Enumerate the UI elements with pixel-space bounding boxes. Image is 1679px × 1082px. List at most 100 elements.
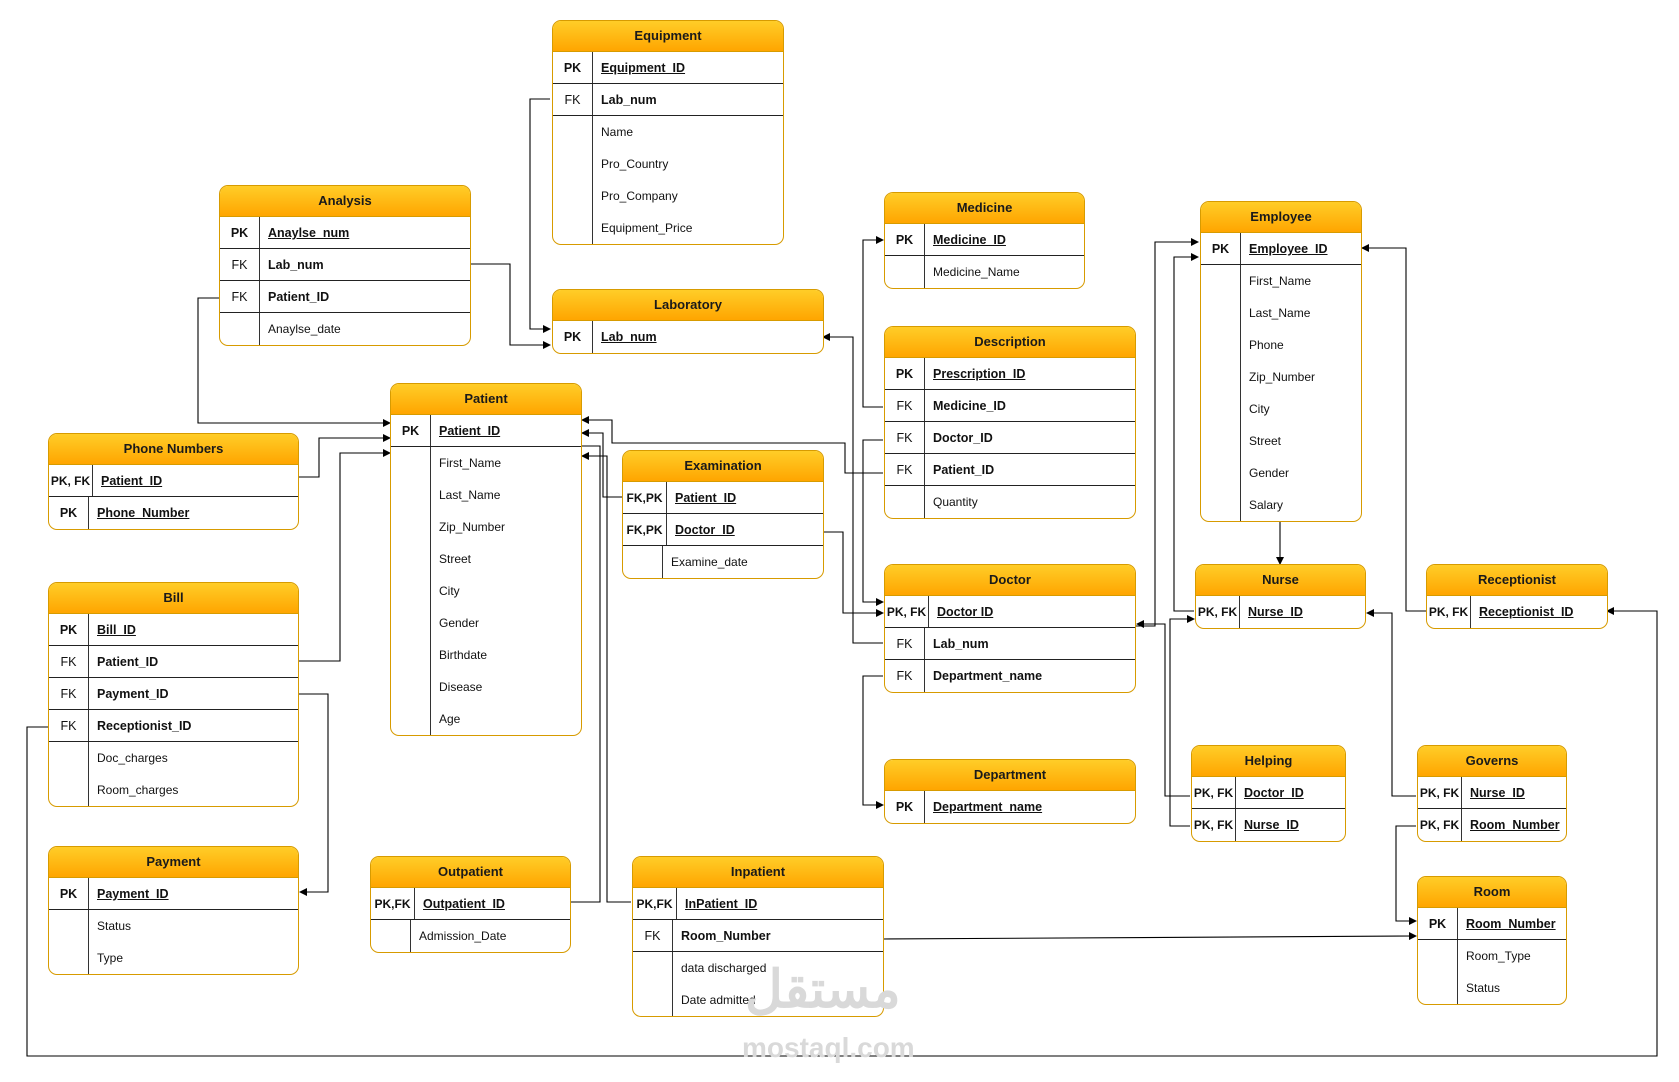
employee-field-row[interactable]: Gender xyxy=(1201,457,1361,489)
patient-field-row[interactable]: Age xyxy=(391,703,581,735)
patient-field-row[interactable]: Street xyxy=(391,543,581,575)
equipment-field-row[interactable]: Pro_Company xyxy=(553,180,783,212)
patient-field-row[interactable]: Last_Name xyxy=(391,479,581,511)
rel-desc-patient xyxy=(581,416,883,474)
room-field-row[interactable]: Room_Type xyxy=(1418,940,1566,972)
department-key-label: PK xyxy=(885,791,925,823)
employee-field-row[interactable]: Phone xyxy=(1201,329,1361,361)
patient-field-row[interactable]: Gender xyxy=(391,607,581,639)
bill-field-name: Bill_ID xyxy=(97,623,136,637)
employee-field-row[interactable]: First_Name xyxy=(1201,265,1361,297)
room-field-row[interactable]: Status xyxy=(1418,972,1566,1004)
room-key-label xyxy=(1418,940,1458,972)
examination-key-label: FK,PK xyxy=(623,514,667,545)
employee-field-row[interactable]: Zip_Number xyxy=(1201,361,1361,393)
inpatient-key-label xyxy=(633,984,673,1016)
patient-field-name: Street xyxy=(439,552,472,566)
patient-field-row[interactable]: First_Name xyxy=(391,447,581,479)
employee-field-row[interactable]: Last_Name xyxy=(1201,297,1361,329)
outpatient-field-row[interactable]: Admission_Date xyxy=(371,920,570,952)
employee-field-row[interactable]: Salary xyxy=(1201,489,1361,521)
patient-field-row[interactable]: Zip_Number xyxy=(391,511,581,543)
medicine-field-row[interactable]: Medicine_Name xyxy=(885,256,1084,288)
examination-field-row[interactable]: Examine_date xyxy=(623,546,823,578)
equipment-field-row[interactable]: Pro_Country xyxy=(553,148,783,180)
bill-field-row[interactable]: Room_charges xyxy=(49,774,298,806)
bill-field-row[interactable]: Doc_charges xyxy=(49,742,298,774)
inpatient-field-row[interactable]: data discharged xyxy=(633,952,883,984)
bill-key-label xyxy=(49,742,89,774)
patient-field-row[interactable]: Birthdate xyxy=(391,639,581,671)
equipment-field-row[interactable]: Equipment_Price xyxy=(553,212,783,244)
payment-field-row[interactable]: Status xyxy=(49,910,298,942)
equipment-field-row[interactable]: Name xyxy=(553,116,783,148)
patient-field-row[interactable]: Disease xyxy=(391,671,581,703)
description-field-row[interactable]: Quantity xyxy=(885,486,1135,518)
patient-field-row[interactable]: City xyxy=(391,575,581,607)
employee-field-row[interactable]: City xyxy=(1201,393,1361,425)
employee-field-row[interactable]: Street xyxy=(1201,425,1361,457)
inpatient-field-row[interactable]: Date admitted xyxy=(633,984,883,1016)
analysis-key-label: FK xyxy=(220,281,260,312)
payment-field-row[interactable]: Type xyxy=(49,942,298,974)
patient-key-label xyxy=(391,575,431,607)
analysis-field-row[interactable]: Anaylse_date xyxy=(220,313,470,345)
